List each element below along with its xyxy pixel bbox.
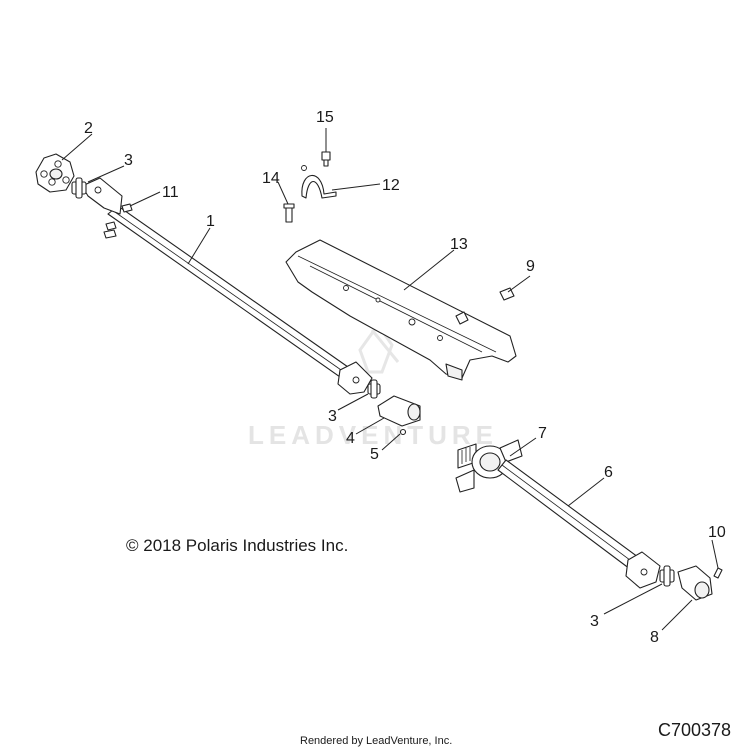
watermark-text: LEADVENTURE <box>248 420 498 450</box>
rear-yoke <box>677 565 713 601</box>
callout-11: 11 <box>162 184 179 201</box>
callout-9: 9 <box>526 258 535 275</box>
callout-4: 4 <box>346 430 355 447</box>
callout-2: 2 <box>84 120 93 137</box>
screw-15 <box>321 151 331 167</box>
callout-6: 6 <box>604 464 613 481</box>
center-coupling <box>367 379 421 436</box>
u-joint-cross-front <box>71 177 87 199</box>
u-joint-cross-rear <box>659 565 675 587</box>
callout-13: 13 <box>450 236 468 253</box>
callout-3-middle: 3 <box>328 408 337 425</box>
leader-lines <box>61 128 719 631</box>
rendered-by-credit: Rendered by LeadVenture, Inc. <box>300 735 452 747</box>
clamp-12 <box>301 165 337 199</box>
callout-7: 7 <box>538 425 547 442</box>
propshaft-guard <box>285 239 517 381</box>
callout-5: 5 <box>370 446 379 463</box>
callout-3-rear: 3 <box>590 613 599 630</box>
bolt-group-9 <box>455 287 515 325</box>
callout-labels: 2 3 11 1 15 12 14 13 9 3 4 5 7 6 10 3 8 <box>84 109 726 646</box>
bolt-14 <box>283 203 295 223</box>
carrier-bearing <box>455 439 523 493</box>
callout-15: 15 <box>316 109 334 126</box>
front-propshaft <box>81 177 373 395</box>
leadventure-watermark: LEADVENTURE <box>248 322 498 450</box>
diagram-code: C700378 <box>658 720 731 740</box>
callout-12: 12 <box>382 177 400 194</box>
callout-10: 10 <box>708 524 726 541</box>
retaining-ring <box>399 428 407 436</box>
copyright-notice: © 2018 Polaris Industries Inc. <box>126 536 348 555</box>
callout-8: 8 <box>650 629 659 646</box>
callout-14: 14 <box>262 170 280 187</box>
rear-propshaft <box>497 459 661 589</box>
bolt-group-11 <box>103 203 133 239</box>
callout-3-front: 3 <box>124 152 133 169</box>
roll-pin-10 <box>713 567 723 579</box>
callout-1: 1 <box>206 213 215 230</box>
flange-yoke <box>35 153 75 193</box>
